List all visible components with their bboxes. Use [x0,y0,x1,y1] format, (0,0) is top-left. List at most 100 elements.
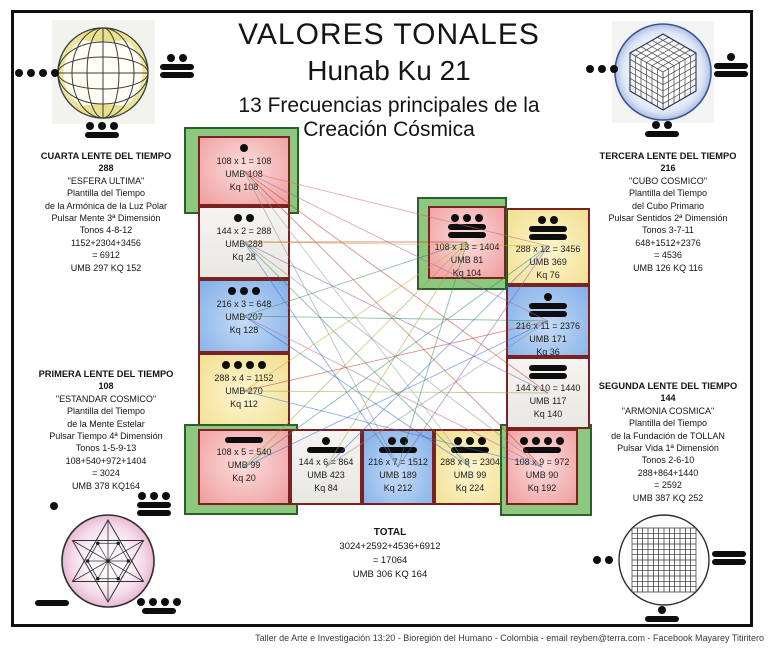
tone-umb: UMB 99 [227,460,261,470]
lens-line: de la Fundación de TOLLAN [611,430,725,441]
tone-box-5: 108 x 5 = 540 UMB 99 Kq 20 [198,429,290,505]
lens-line: Tonos 3-7-11 [642,225,694,236]
lens-line: 288+864+1440 [637,467,699,478]
tone-formula: 288 x 12 = 3456 [515,244,581,254]
lens-line: = 2592 [654,480,682,491]
tone-formula: 108 x 9 = 972 [514,457,570,467]
tone-box-10: 144 x 10 = 1440 UMB 117 Kq 140 [506,357,590,429]
merkaba-star-icon [61,514,155,608]
sphere-globe-icon [52,20,155,124]
maya-numeral-5-icon [35,600,69,606]
tone-formula: 216 x 3 = 648 [216,299,272,309]
tone-umb: UMB 423 [307,470,345,480]
maya-numeral-icon [508,293,588,317]
tone-umb: UMB 99 [453,470,487,480]
lens-line: de la Mente Estelar [67,418,145,429]
lens-line: Pulsar Mente 3ª Dimensión [51,213,161,224]
lens-line: Pulsar Vida 1ª Dimensión [617,443,719,454]
tone-box-4: 288 x 4 = 1152 UMB 270 Kq 112 [198,353,290,429]
lens-line: "CUBO COSMICO" [629,175,707,186]
tone-box-2: 144 x 2 = 288 UMB 288 Kq 28 [198,206,290,279]
lens-line: 108+540+972+1404 [65,455,147,466]
tone-formula: 108 x 13 = 1404 [434,242,500,252]
green-frame-tone-1: 108 x 1 = 108 UMB 108 Kq 108 [184,127,299,214]
border-frame [11,10,753,627]
tone-formula: 144 x 2 = 288 [216,226,272,236]
total-umb: UMB 306 KQ 164 [352,569,428,580]
tone-kq: Kq 224 [455,483,485,493]
tone-kq: Kq 140 [533,409,563,419]
lens-line: Plantilla del Tiempo [628,188,708,199]
tone-box-11: 216 x 11 = 2376 UMB 171 Kq 36 [506,285,590,357]
maya-numeral-icon [200,437,288,443]
tone-umb: UMB 369 [529,257,567,267]
lens-line: 1152+2304+3456 [71,237,141,248]
lens-primera: PRIMERA LENTE DEL TIEMPO 108 "ESTANDAR C… [26,368,186,492]
maya-numeral-icon [200,144,288,152]
total-result: = 17064 [372,555,408,566]
title-line4: Creación Cósmica [303,118,475,141]
lens-line: 648+1512+2376 [635,237,701,248]
tone-umb: UMB 108 [225,169,263,179]
tone-kq: Kq 108 [229,182,259,192]
maya-numeral-8-icon [85,122,119,138]
green-frame-tone-9: 108 x 9 = 972 UMB 90 Kq 192 [500,424,592,516]
tone-kq: Kq 192 [527,483,557,493]
lens-title: SEGUNDA LENTE DEL TIEMPO [598,381,738,391]
maya-numeral-icon [200,214,288,222]
maya-numeral-3-icon [586,65,618,73]
tone-formula: 288 x 4 = 1152 [214,373,274,383]
lens-title: CUARTA LENTE DEL TIEMPO [40,151,172,161]
title-line1: VALORES TONALES [238,18,540,51]
maya-numeral-icon [200,287,288,295]
tone-formula: 108 x 5 = 540 [216,447,272,457]
tone-umb: UMB 90 [525,470,559,480]
tone-kq: Kq 76 [536,270,560,280]
maya-numeral-icon [292,437,360,453]
lens-line: de la Armónica de la Luz Polar [44,200,168,211]
maya-numeral-4-icon [15,69,59,77]
lens-number: 288 [98,163,114,174]
maya-numeral-icon [508,437,576,453]
lens-number: 144 [660,393,676,404]
tone-umb: UMB 81 [450,255,484,265]
tone-kq: Kq 112 [230,399,258,409]
lens-line: Tonos 2-6-10 [641,455,695,466]
tone-kq: Kq 104 [452,268,482,278]
lens-line: del Cubo Primario [631,200,705,211]
lens-line: = 6912 [92,250,120,261]
lens-line: Plantilla del Tiempo [66,406,146,417]
lens-line: Pulsar Tiempo 4ª Dimensión [49,431,163,442]
tone-umb: UMB 207 [225,312,263,322]
lens-line: "ARMONIA COSMICA" [621,405,715,416]
tone-box-8: 288 x 8 = 2304 UMB 99 Kq 224 [434,429,506,505]
maya-numeral-icon [364,437,432,453]
lens-title: PRIMERA LENTE DEL TIEMPO [38,369,174,379]
lens-line: Pulsar Sentidos 2ª Dimensión [608,213,728,224]
tone-umb: UMB 117 [529,396,567,406]
tollan-grid-icon [618,514,710,606]
lens-line: "ESFERA ULTIMA" [67,175,145,186]
tone-kq: Kq 212 [383,483,413,493]
lens-line: Plantilla del Tiempo [628,418,708,429]
maya-numeral-6-icon [645,606,679,622]
lens-line: Tonos 4-8-12 [79,225,133,236]
tone-kq: Kq 128 [229,325,259,335]
cosmic-cube-icon [612,21,714,123]
lens-number: 216 [660,163,676,174]
maya-numeral-1-icon [50,502,58,510]
maya-numeral-12-icon [160,54,194,78]
maya-numeral-7-icon [645,121,679,137]
tone-kq: Kq 36 [536,347,560,357]
tone-box-12: 288 x 12 = 3456 UMB 369 Kq 76 [506,208,590,285]
tone-formula: 144 x 6 = 864 [298,457,354,467]
tone-formula: 108 x 1 = 108 [216,156,272,166]
maya-numeral-2-icon [593,556,613,564]
lens-title: TERCERA LENTE DEL TIEMPO [599,151,737,161]
lens-line: UMB 297 KQ 152 [70,262,142,273]
total-sum: 3024+2592+4536+6912 [339,541,441,552]
tone-formula: 216 x 11 = 2376 [515,321,581,331]
lens-line: UMB 126 KQ 116 [633,262,703,273]
tone-formula: 216 x 7 = 1512 [368,457,428,467]
